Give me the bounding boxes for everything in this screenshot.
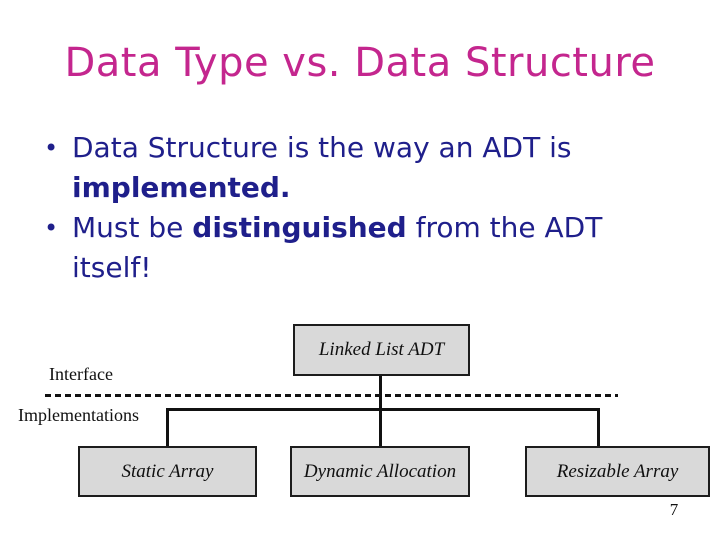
bullet-item: • Must be distinguished from the ADT itse… [44, 208, 684, 288]
bullet-text: Must be distinguished from the ADT itself… [72, 208, 684, 288]
bullet-2-line-2: itself! [72, 251, 152, 284]
bullet-marker: • [44, 214, 59, 242]
implementations-label: Implementations [18, 405, 139, 425]
page-number: 7 [669, 500, 679, 519]
bullet-2-pre-text: Must be [72, 211, 193, 244]
bullet-1-bold-word: implemented. [72, 171, 291, 204]
tree-connector-horizontal [166, 408, 600, 411]
tree-connector-vertical-center [379, 376, 382, 446]
bullet-marker: • [44, 134, 59, 162]
bullet-item: • Data Structure is the way an ADT is imp… [44, 128, 684, 208]
implementation-box-static-array: Static Array [78, 446, 257, 497]
slide-title: Data Type vs. Data Structure [64, 40, 656, 86]
bullet-1-line-1: Data Structure is the way an ADT is [72, 131, 572, 164]
bullet-2-post-text: from the ADT [406, 211, 603, 244]
tree-connector-vertical-left [166, 408, 169, 446]
tree-connector-vertical-right [597, 408, 600, 446]
bullet-text: Data Structure is the way an ADT is imple… [72, 128, 684, 208]
implementation-box-dynamic-allocation: Dynamic Allocation [290, 446, 470, 497]
implementation-box-resizable-array: Resizable Array [525, 446, 710, 497]
bullet-2-bold-word: distinguished [192, 211, 407, 244]
bullet-list: • Data Structure is the way an ADT is imp… [44, 128, 684, 288]
interface-separator-dashed-line [45, 394, 618, 397]
root-box-linked-list-adt: Linked List ADT [293, 324, 470, 376]
interface-label: Interface [49, 364, 113, 384]
